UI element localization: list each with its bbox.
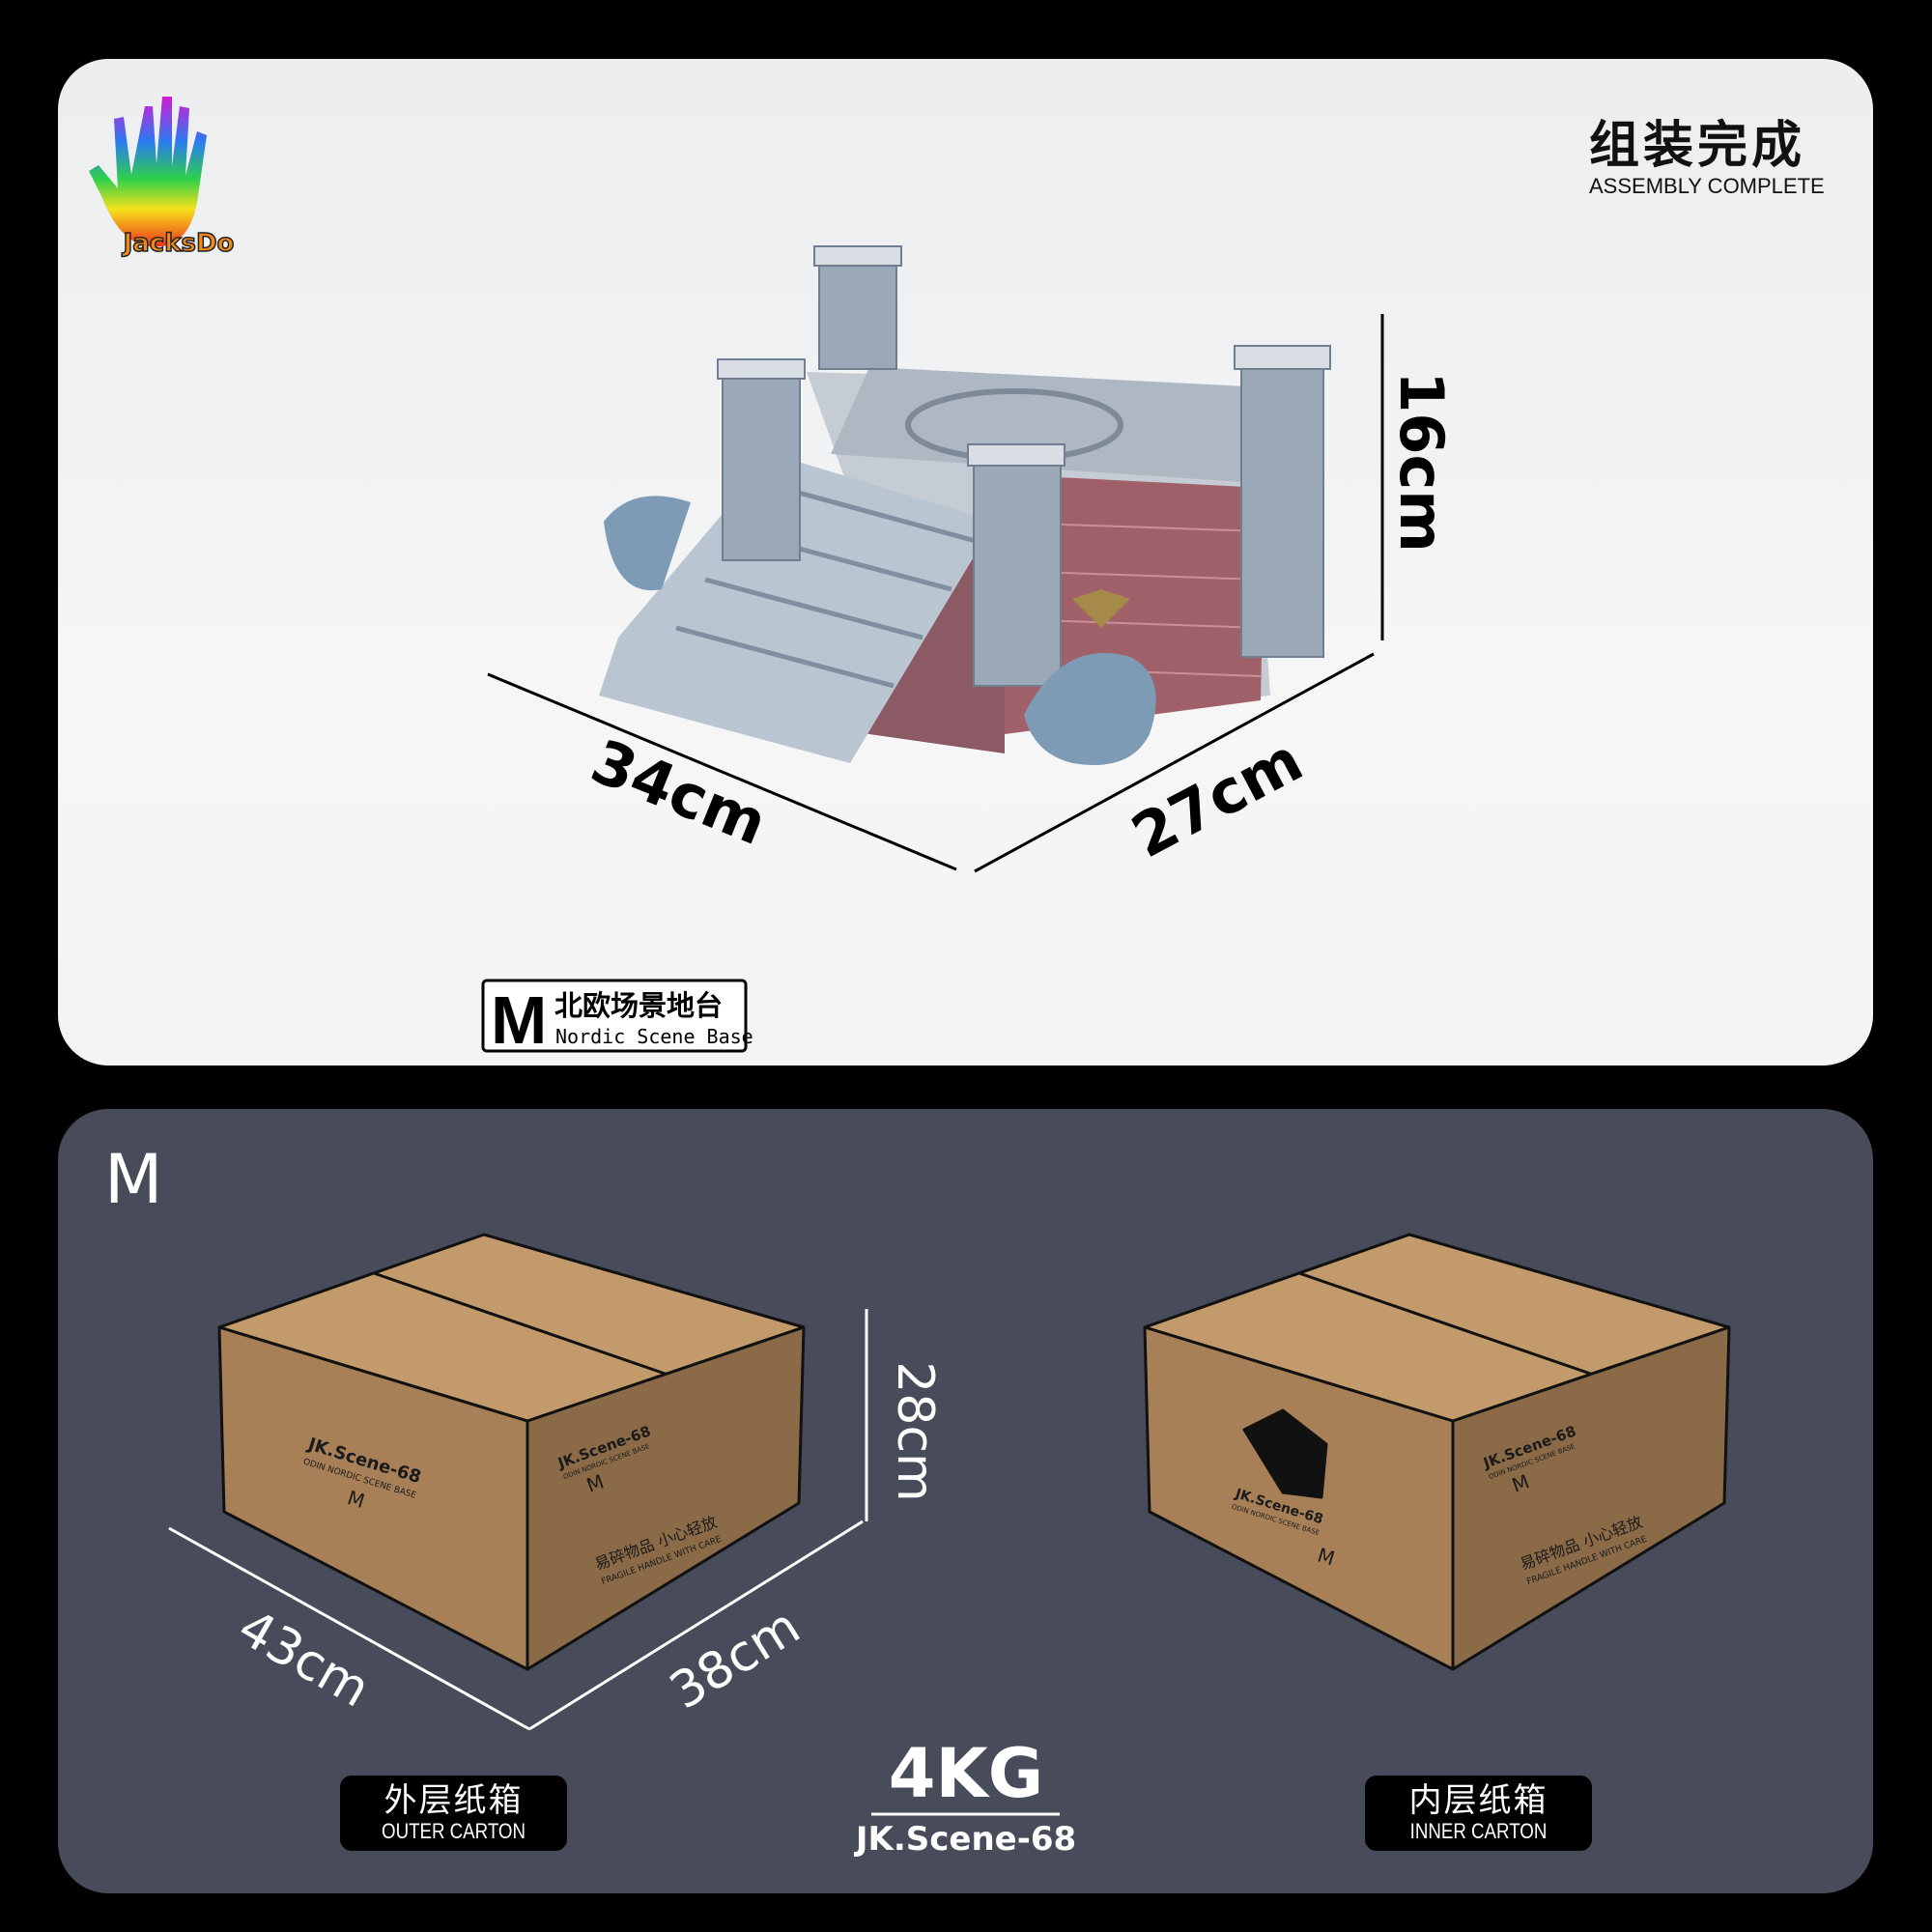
inner-carton-en: INNER CARTON (1409, 1819, 1548, 1843)
inner-carton-cn: 内层纸箱 (1408, 1781, 1548, 1820)
product-badge: M 北欧场景地台 Nordic Scene Base (481, 979, 753, 1058)
width-label: 27cm (1121, 724, 1314, 872)
weight-label: 4KG (888, 1734, 1044, 1813)
nordic-scene-base-photo (599, 245, 1331, 765)
outer-carton-illustration (217, 1233, 806, 1671)
inner-carton-illustration (1143, 1233, 1731, 1671)
title-en: ASSEMBLY COMPLETE (1589, 174, 1825, 198)
product-dimension-lines (487, 314, 1384, 873)
svg-text:JacksDo: JacksDo (122, 229, 235, 258)
length-label: 34cm (582, 725, 776, 859)
svg-text:M: M (345, 1486, 368, 1513)
svg-text:北欧场景地台: 北欧场景地台 (554, 989, 723, 1022)
outer-carton-tag: 外层纸箱 OUTER CARTON (340, 1776, 567, 1851)
carton-width-label: 38cm (660, 1598, 810, 1721)
inner-carton-tag: 内层纸箱 INNER CARTON (1365, 1776, 1592, 1851)
carton-height-label: 28cm (886, 1361, 944, 1501)
carton-length-label: 43cm (229, 1599, 380, 1719)
svg-text:M: M (1315, 1543, 1338, 1570)
title-cn: 组装完成 (1589, 117, 1806, 175)
outer-carton-en: OUTER CARTON (382, 1819, 526, 1843)
svg-text:M: M (491, 982, 547, 1058)
model-label: JK.Scene-68 (855, 1820, 1077, 1859)
carton-dimension-lines (168, 1309, 1060, 1816)
svg-text:Nordic Scene Base: Nordic Scene Base (555, 1025, 753, 1048)
package-size-label: M (104, 1140, 163, 1219)
height-label: 16cm (1386, 371, 1457, 553)
outer-carton-cn: 外层纸箱 (384, 1781, 524, 1820)
jacksdo-logo: JacksDo (89, 97, 235, 259)
